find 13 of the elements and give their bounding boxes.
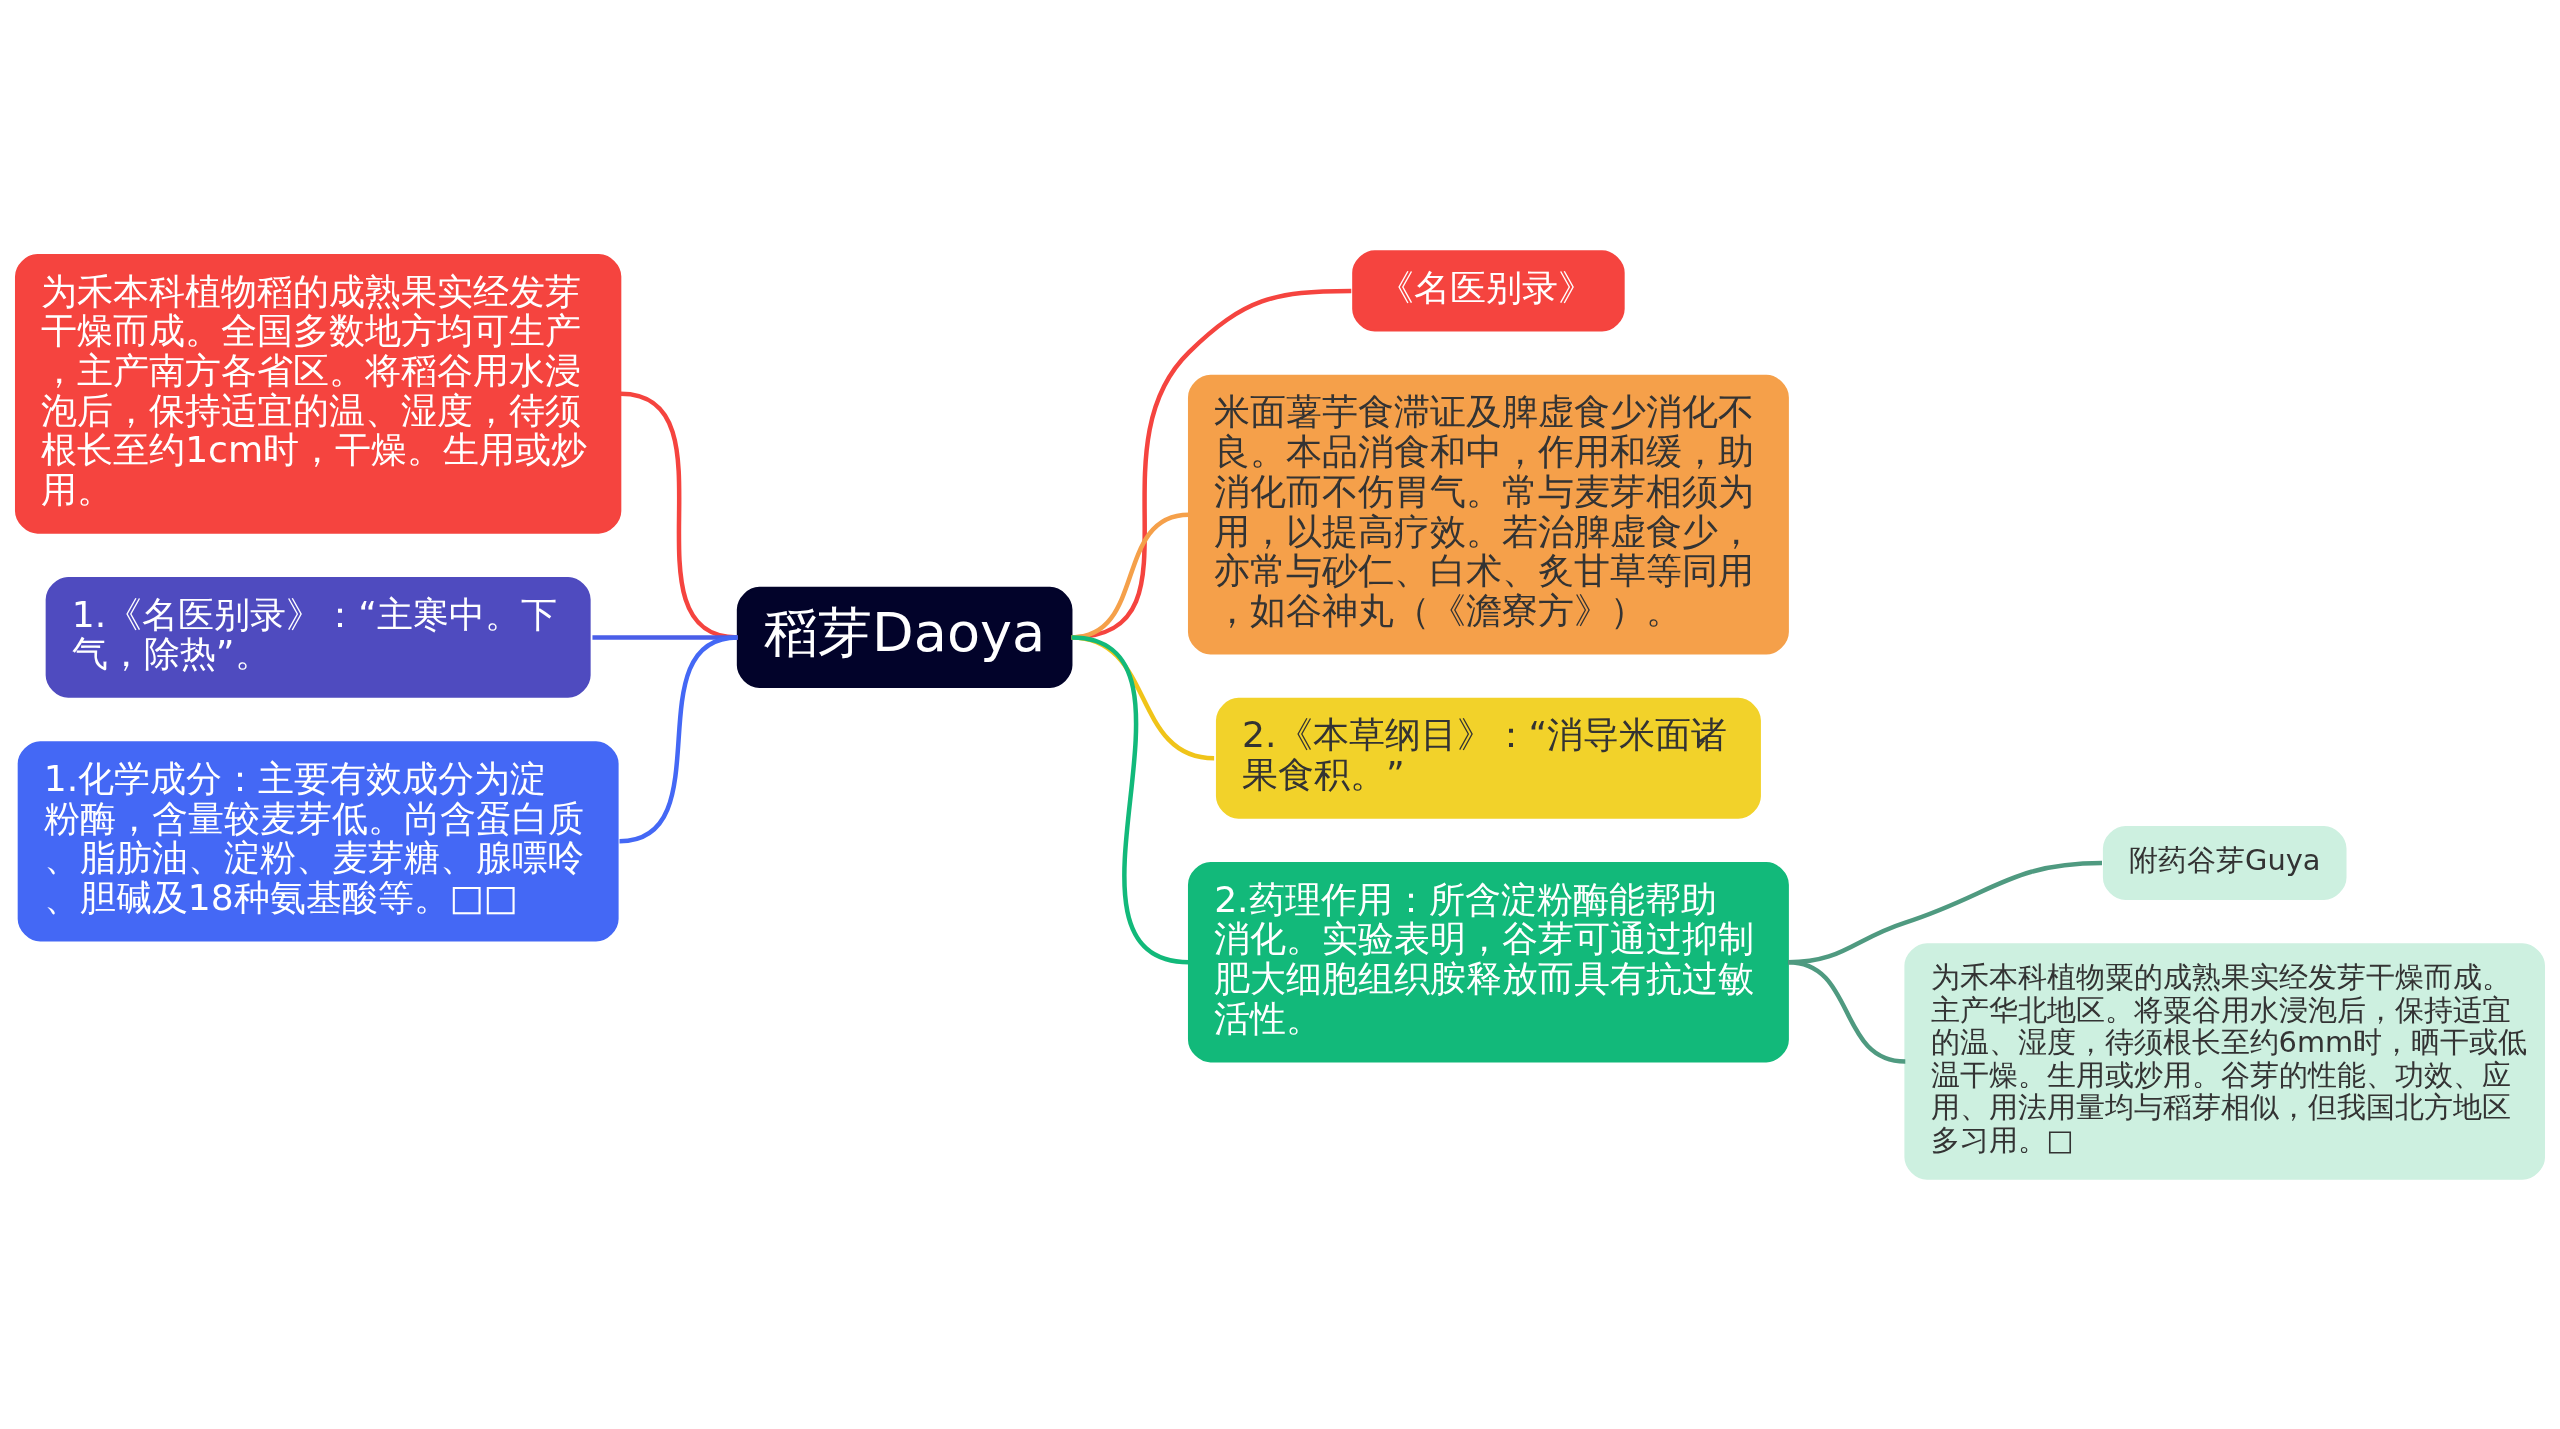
- node-box: 2.药理作用：所含淀粉酶能帮助消化。实验表明，谷芽可通过抑制肥大细胞组织胺释放而具有抗过敏活性。: [1187, 861, 1789, 1062]
- node-box: 为禾本科植物稻的成熟果实经发芽干燥而成。全国多数地方均可生产，主产南方各省区。将稻谷用水浸泡后，保持适宜的温、湿度，待须根长至约1cm时，干燥。生用或炒用。: [15, 253, 622, 534]
- connector: [619, 634, 739, 844]
- connector: [1787, 959, 1906, 1064]
- node-box: 1.《名医别录》：“主寒中。下气，除热”。: [45, 576, 591, 698]
- node-box: 1.化学成分：主要有效成分为淀粉酶，含量较麦芽低。尚含蛋白质、脂肪油、淀粉、麦芽糖、腺嘌呤、胆碱及18种氨基酸等。□□: [17, 740, 619, 941]
- node-box: 2.《本草纲目》：“消导米面诸果食积。”: [1215, 697, 1761, 819]
- node-box: 附药谷芽Guya: [2102, 825, 2347, 900]
- node-box: 稻芽Daoya: [736, 586, 1073, 688]
- connector: [1071, 634, 1190, 964]
- node-box: 《名医别录》: [1352, 249, 1625, 331]
- node-box: 为禾本科植物粟的成熟果实经发芽干燥而成。主产华北地区。将粟谷用水浸泡后，保持适宜的温、湿度，待须根长至约6mm时，晒干或低温干燥。生用或炒用。谷芽的性能、功效、应用、用法用量均与稻芽相似，但我国北方地区多习用。□: [1904, 942, 2545, 1180]
- node-box: 米面薯芋食滞证及脾虚食少消化不良。本品消食和中，作用和缓，助消化而不伤胃气。常与麦芽相须为用，以提高疗效。若治脾虚食少，亦常与砂仁、白术、炙甘草等同用，如谷神丸（《澹寮方》）。: [1187, 374, 1789, 655]
